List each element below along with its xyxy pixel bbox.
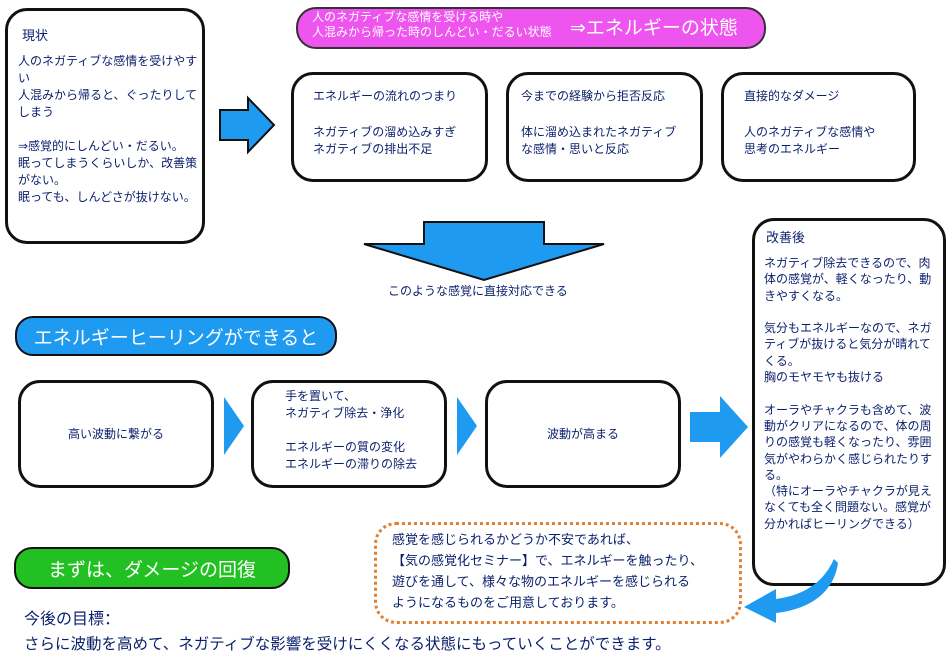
right-arrow-icon: [219, 95, 276, 155]
state-box-rejection: [506, 72, 703, 182]
step-text: 波動が高まる: [546, 426, 619, 441]
down-arrow-icon: [363, 221, 605, 282]
chevron-right-icon: [457, 397, 477, 455]
state-body: ネガティブの溜め込みすぎ ネガティブの排出不足: [313, 125, 457, 156]
step-text: 手を置いて、 ネガティブ除去・浄化 エネルギーの質の変化 エネルギーの滞りの除去: [285, 389, 418, 471]
after-improvement-body: ネガティブ除去できるので、肉体の感覚が、軽くなったり、動きやすくなる。 気分もエ…: [764, 256, 933, 531]
curved-arrow-icon: [744, 559, 838, 623]
damage-recovery-text: まずは、ダメージの回復: [47, 558, 257, 581]
energy-state-header: [296, 7, 766, 49]
goal-title: 今後の目標：: [24, 609, 121, 628]
after-improvement-box: [752, 218, 946, 586]
current-state-title: 現状: [22, 29, 49, 44]
state-body: 人のネガティブな感情や 思考のエネルギー: [744, 125, 876, 156]
current-state-body: 人のネガティブな感情を受けやすい 人混みから帰ると、ぐったりしてしまう ⇒感覚的…: [18, 54, 198, 204]
state-title: エネルギーの流れのつまり: [313, 89, 458, 103]
state-box-damage: [721, 72, 916, 182]
after-improvement-title: 改善後: [766, 231, 806, 246]
state-title: 今までの経験から拒否反応: [521, 89, 666, 103]
header-large-text: ⇒エネルギーの状態: [570, 17, 738, 39]
state-box-blockage: [291, 72, 488, 182]
step-box-purification: [251, 380, 447, 488]
state-body: 体に溜め込まれたネガティブな感情・思いと反応: [521, 125, 677, 156]
healing-banner-text: エネルギーヒーリングができると: [33, 326, 319, 349]
down-arrow-caption: このような感覚に直接対応できる: [388, 284, 568, 298]
step-box-high-vibration: 高い波動に繋がる: [18, 380, 214, 488]
header-small-text: 人のネガティブな感情を受ける時や 人混みから帰った時のしんどい・だるい状態: [312, 10, 552, 39]
seminar-box: [374, 522, 742, 624]
goal-body: さらに波動を高めて、ネガティブな影響を受けにくくなる状態にもっていくことができま…: [24, 635, 671, 653]
seminar-text: 感覚を感じられるかどうか不安であれば、 【気の感覚化セミナー】で、エネルギーを触…: [392, 533, 703, 611]
chevron-right-icon: [224, 397, 244, 455]
right-arrow-icon: [690, 396, 748, 458]
healing-banner: エネルギーヒーリングができると: [15, 316, 337, 356]
damage-recovery-banner: まずは、ダメージの回復: [14, 547, 290, 589]
step-text: 高い波動に繋がる: [67, 426, 164, 441]
step-box-vibration-rises: 波動が高まる: [485, 380, 681, 488]
state-title: 直接的なダメージ: [744, 89, 840, 103]
current-state-box: [5, 8, 205, 244]
